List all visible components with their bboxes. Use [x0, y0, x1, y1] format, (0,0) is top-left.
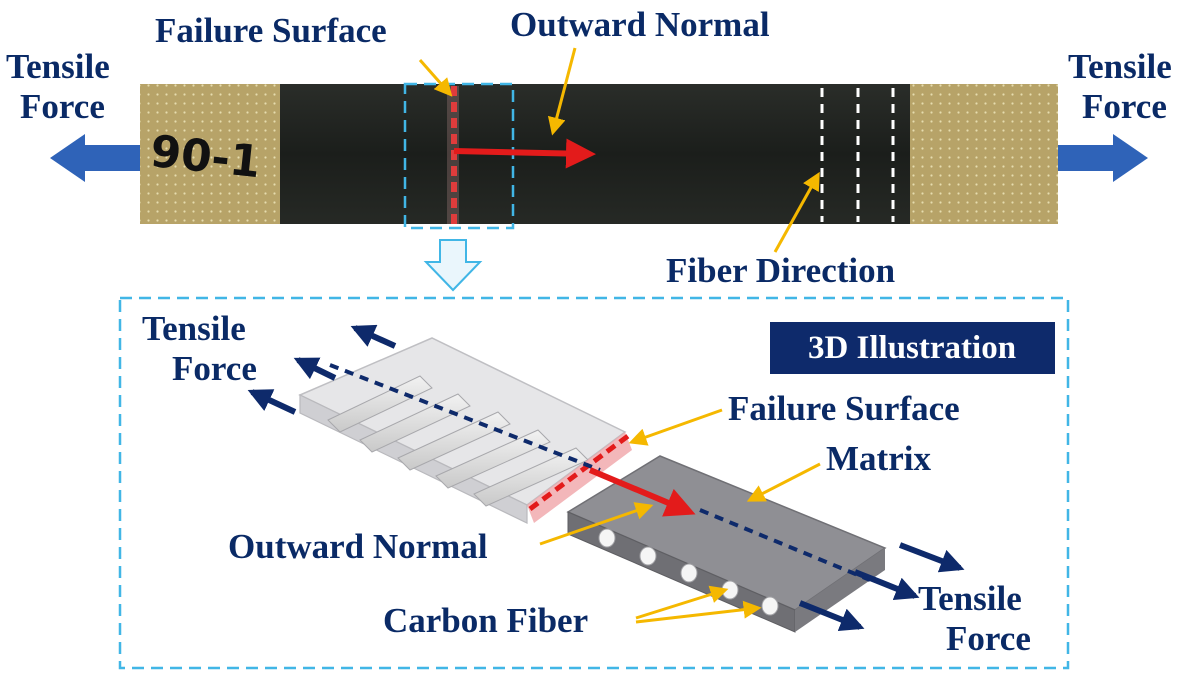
fiber-direction-label: Fiber Direction: [666, 251, 895, 290]
zoom-selection-box: [403, 82, 515, 230]
left-composite-block: [298, 337, 632, 524]
right-grip-tab: [910, 84, 1058, 224]
left-grip-tab: [140, 84, 280, 224]
pointer-arrows-3d: [539, 408, 821, 624]
carbon-fiber-label: Carbon Fiber: [383, 601, 588, 640]
center-axis-left: [329, 363, 601, 472]
tensile-label-right-line2: Force: [1082, 87, 1167, 126]
tensile-arrows-upper-left: [247, 324, 397, 415]
specimen-body: [140, 84, 1058, 224]
tensile-label-lower-line1: Tensile: [918, 579, 1022, 618]
failure-surface-label-photo: Failure Surface: [155, 11, 387, 50]
matrix-label: Matrix: [826, 439, 931, 478]
fiber-direction-lines: [820, 88, 895, 222]
failure-surface-label-3d: Failure Surface: [728, 389, 960, 428]
pointer-normal-photo: [547, 47, 577, 136]
illustration-badge-bg: [770, 322, 1055, 374]
outward-normal-label-photo: Outward Normal: [510, 5, 770, 44]
tensile-label-left-line1: Tensile: [6, 47, 110, 86]
pointer-fiber-photo: [773, 171, 820, 253]
tensile-label-upper-line1: Tensile: [142, 309, 246, 348]
outward-normal-label-3d: Outward Normal: [228, 527, 488, 566]
zoom-down-arrow: [423, 239, 483, 292]
illustration-frame: [118, 296, 1070, 670]
tensile-label-upper-line2: Force: [172, 349, 257, 388]
pointer-failure-photo: [418, 59, 453, 97]
tensile-force-arrow-right: [1058, 134, 1148, 182]
tensile-force-arrow-left: [50, 134, 140, 182]
failure-band: [447, 86, 459, 224]
tensile-arrows-lower-right: [798, 542, 965, 632]
outward-normal-arrow-3d: [588, 467, 696, 517]
specimen-photo: 90-1: [140, 82, 1058, 230]
failure-face-left: [527, 432, 632, 523]
tensile-label-right-line1: Tensile: [1068, 47, 1172, 86]
failure-line-3d: [528, 433, 630, 512]
tensile-label-lower-line2: Force: [946, 619, 1031, 658]
right-block-fiber-ends: [598, 528, 779, 616]
right-composite-block: [566, 455, 887, 633]
specimen-id-label: 90-1: [148, 126, 263, 188]
outward-normal-arrow-photo: [453, 138, 596, 169]
tensile-label-left-line2: Force: [20, 87, 105, 126]
illustration-badge-text: 3D Illustration: [808, 330, 1016, 366]
